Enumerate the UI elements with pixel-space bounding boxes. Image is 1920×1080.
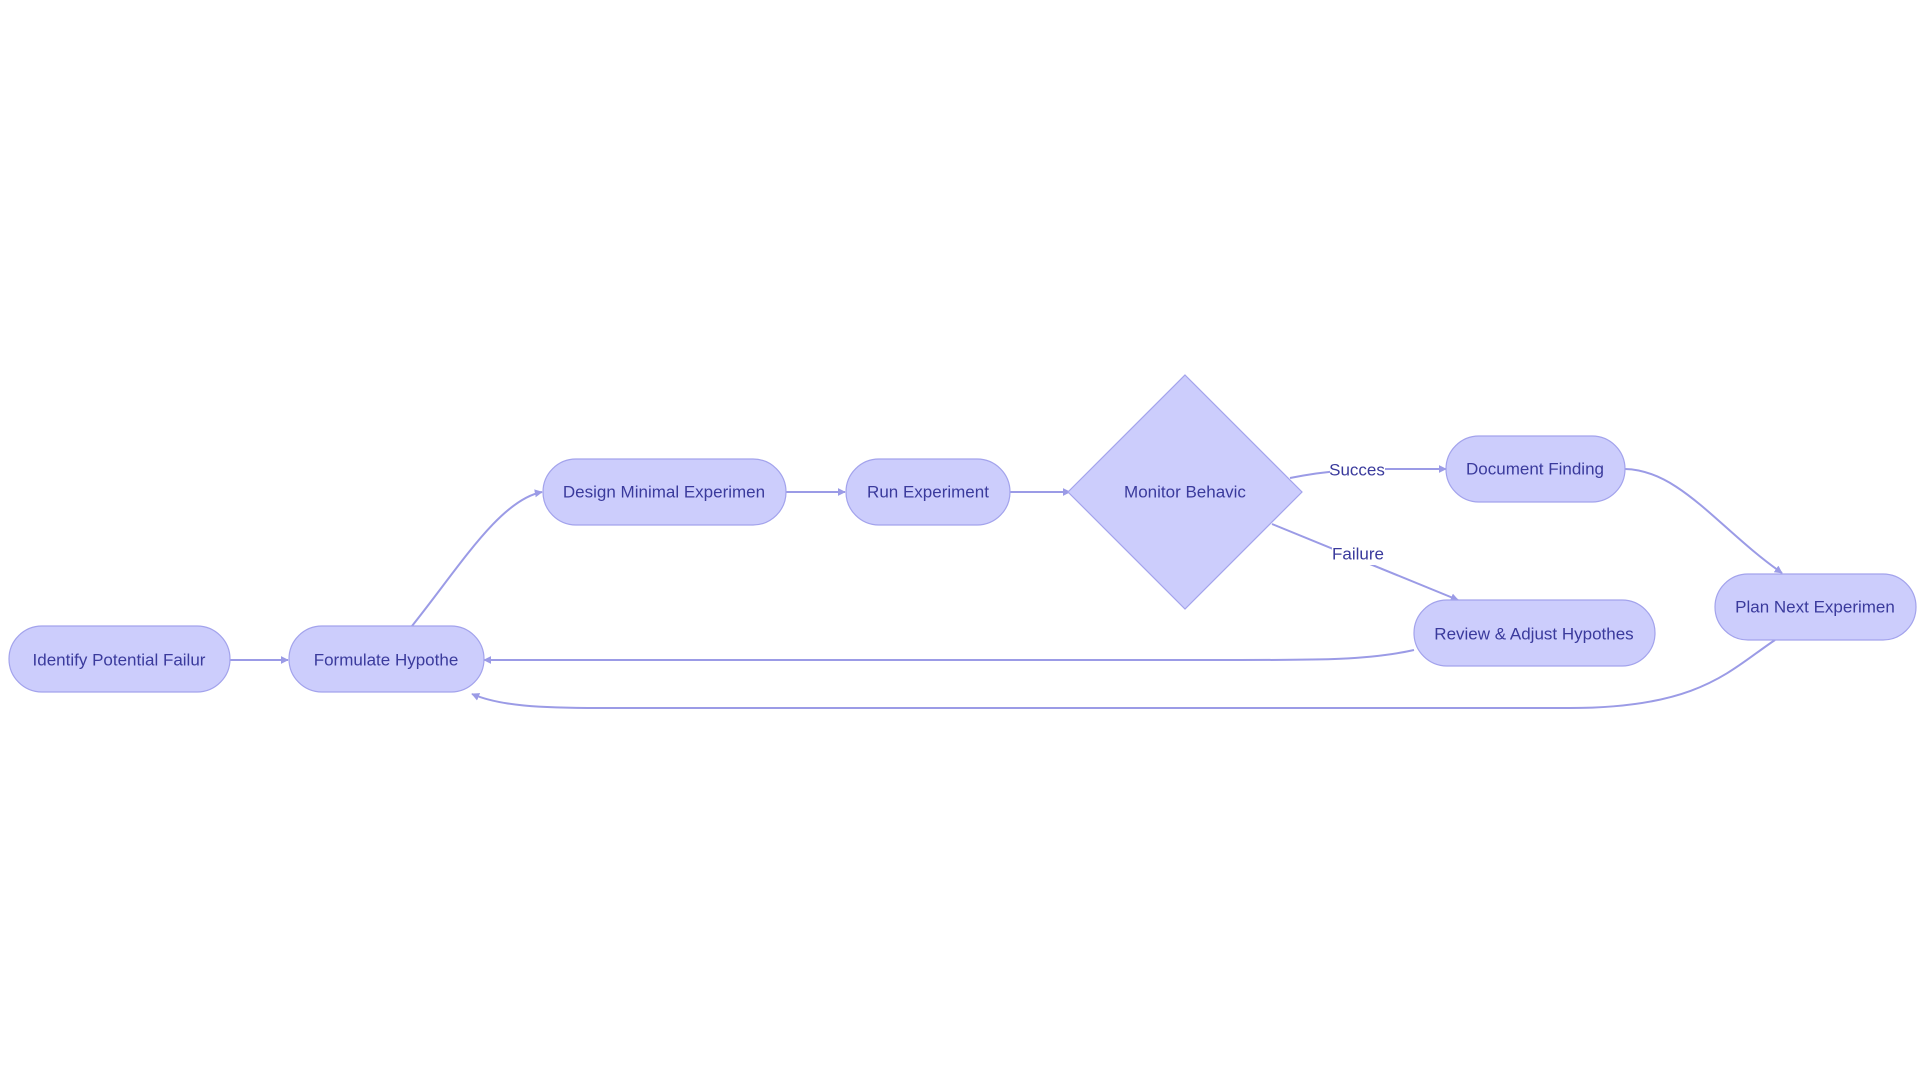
node-design-minimal-experiment[interactable]: Design Minimal Experimen xyxy=(542,458,787,526)
node-run-experiment[interactable]: Run Experiment xyxy=(845,458,1011,526)
svg-text:Identify Potential Failur: Identify Potential Failur xyxy=(33,651,206,670)
nodes: Identify Potential Failur Formulate Hypo… xyxy=(8,374,1917,693)
svg-text:Plan Next Experimen: Plan Next Experimen xyxy=(1735,598,1895,617)
svg-text:Design Minimal Experimen: Design Minimal Experimen xyxy=(563,483,765,502)
edge-label-success: Succes xyxy=(1329,459,1385,481)
node-plan-next-experiment[interactable]: Plan Next Experimen xyxy=(1714,573,1917,641)
edge-formulate-to-design xyxy=(411,489,543,627)
edge-document-to-plan xyxy=(1624,468,1783,574)
svg-text:Review & Adjust Hypothes: Review & Adjust Hypothes xyxy=(1434,625,1633,644)
svg-text:Formulate Hypothe: Formulate Hypothe xyxy=(314,651,459,670)
node-identify-potential-failure[interactable]: Identify Potential Failur xyxy=(8,625,231,693)
decision-monitor-behavior[interactable]: Monitor Behavic xyxy=(1067,374,1303,610)
edge-labels: Succes Failure xyxy=(1329,459,1385,565)
node-formulate-hypothesis[interactable]: Formulate Hypothe xyxy=(288,625,485,693)
svg-text:Document Finding: Document Finding xyxy=(1466,460,1604,479)
node-review-adjust-hypothesis[interactable]: Review & Adjust Hypothes xyxy=(1413,599,1656,667)
edge-review-to-formulate xyxy=(483,649,1415,664)
svg-text:Run Experiment: Run Experiment xyxy=(867,483,989,502)
node-document-findings[interactable]: Document Finding xyxy=(1445,435,1626,503)
edge-plan-to-formulate xyxy=(471,639,1776,709)
svg-text:Failure: Failure xyxy=(1332,545,1384,564)
svg-text:Succes: Succes xyxy=(1329,461,1385,480)
svg-text:Monitor Behavic: Monitor Behavic xyxy=(1124,483,1246,502)
edge-label-failure: Failure xyxy=(1332,543,1384,565)
